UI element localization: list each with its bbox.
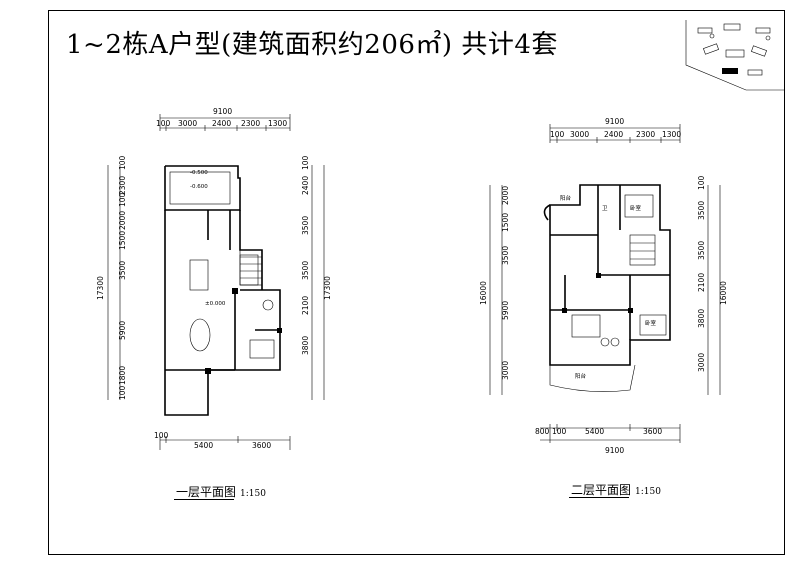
dim-segment: 3600 [252, 441, 271, 450]
bottom-dimension-chain: 100 5400 3600 9100 [154, 431, 291, 450]
level-mark: ±0.000 [205, 301, 226, 307]
dim-segment: 100 [301, 155, 310, 170]
bottom-dimension-chain: 800 100 5400 3600 9100 [535, 424, 681, 455]
site-building-blocks [697, 23, 771, 76]
dim-segment: 2100 [301, 296, 310, 315]
drawing-frame [48, 10, 785, 555]
right-dimension-chain: 16000 100 3500 3500 2100 3800 3000 [697, 175, 728, 395]
dim-segment: 3500 [697, 241, 706, 260]
room-label: 阳台 [575, 372, 587, 380]
dim-segment: 100 [118, 385, 127, 400]
dim-segment: 3800 [301, 336, 310, 355]
dim-segment: 1800 [118, 366, 127, 385]
dim-segment: 3000 [501, 361, 510, 380]
floor-walls [164, 165, 282, 416]
drawing-title: 1~2栋A户型(建筑面积约206㎡) 共计4套 [66, 30, 558, 60]
dim-segment: 100 [552, 427, 567, 436]
dim-segment: 3500 [301, 216, 310, 235]
dim-total: 17300 [96, 276, 105, 300]
dim-segment: 2400 [301, 176, 310, 195]
dim-total: 9100 [213, 107, 232, 116]
top-dimension-chain: 9100 100 3000 2400 2300 1300 [549, 117, 681, 143]
dim-total: 17300 [323, 276, 332, 300]
room-label: 卧室 [645, 319, 657, 327]
dim-segment: 3600 [643, 427, 662, 436]
dim-segment: 2400 [604, 130, 623, 139]
dim-segment: 1500 [118, 231, 127, 250]
caption-scale: 1:150 [635, 487, 661, 497]
floor-walls [543, 184, 671, 392]
top-dimension-chain: 9100 100 3000 2400 2300 1300 [156, 107, 291, 131]
dim-segment: 100 [156, 119, 171, 128]
left-dimension-chain: 17300 100 2300 100 2000 1500 3500 5900 1… [96, 155, 127, 400]
dim-segment: 2300 [118, 176, 127, 195]
dim-segment: 3500 [301, 261, 310, 280]
room-label: 阳台 [560, 194, 572, 202]
dim-segment: 100 [118, 192, 127, 207]
dim-segment: 100 [118, 155, 127, 170]
site-key-plan [685, 20, 784, 91]
dim-segment: 5900 [501, 301, 510, 320]
dim-total: 16000 [480, 281, 488, 305]
dim-segment: 5400 [194, 441, 213, 450]
caption-text: 二层平面图 [571, 483, 632, 497]
dim-segment: 3500 [697, 201, 706, 220]
first-floor-plan: 9100 100 3000 2400 2300 1300 17300 100 2… [96, 107, 332, 450]
dim-total: 16000 [719, 281, 728, 305]
dim-segment: 2000 [118, 211, 127, 230]
room-label: 卧室 [630, 204, 642, 212]
caption-underline [174, 499, 234, 500]
level-mark: -0.600 [190, 184, 208, 190]
dim-segment: 5900 [118, 321, 127, 340]
dim-segment: 2300 [636, 130, 655, 139]
dim-segment: 100 [154, 431, 169, 440]
room-label: 卫 [602, 205, 608, 212]
staircase [239, 249, 263, 286]
dim-segment: 5400 [585, 427, 604, 436]
furniture [571, 194, 667, 347]
dim-segment: 3000 [178, 119, 197, 128]
dim-segment: 3500 [501, 246, 510, 265]
dim-segment: 3000 [697, 353, 706, 372]
dim-segment: 3000 [570, 130, 589, 139]
dim-segment: 100 [697, 175, 706, 190]
dim-segment: 2000 [501, 186, 510, 205]
dim-segment: 3500 [118, 261, 127, 280]
dim-segment: 100 [550, 130, 565, 139]
dim-segment: 2300 [241, 119, 260, 128]
caption-scale: 1:150 [240, 489, 266, 499]
second-floor-plan: 9100 100 3000 2400 2300 1300 16000 2000 … [480, 117, 728, 455]
right-dimension-chain: 17300 100 2400 3500 3500 2100 3800 [301, 155, 332, 400]
dim-segment: 1300 [662, 130, 681, 139]
dim-segment: 2400 [212, 119, 231, 128]
caption-text: 一层平面图 [176, 485, 237, 499]
level-mark: -0.500 [190, 170, 208, 176]
dim-total: 9100 [605, 117, 624, 126]
dim-segment: 3800 [697, 309, 706, 328]
left-dimension-chain: 16000 2000 1500 3500 5900 3000 [480, 185, 510, 395]
dim-segment: 1300 [268, 119, 287, 128]
caption-underline [569, 497, 629, 498]
dim-segment: 800 [535, 427, 550, 436]
dim-total: 9100 [605, 446, 624, 455]
dim-segment: 1500 [501, 213, 510, 232]
dim-segment: 2100 [697, 273, 706, 292]
